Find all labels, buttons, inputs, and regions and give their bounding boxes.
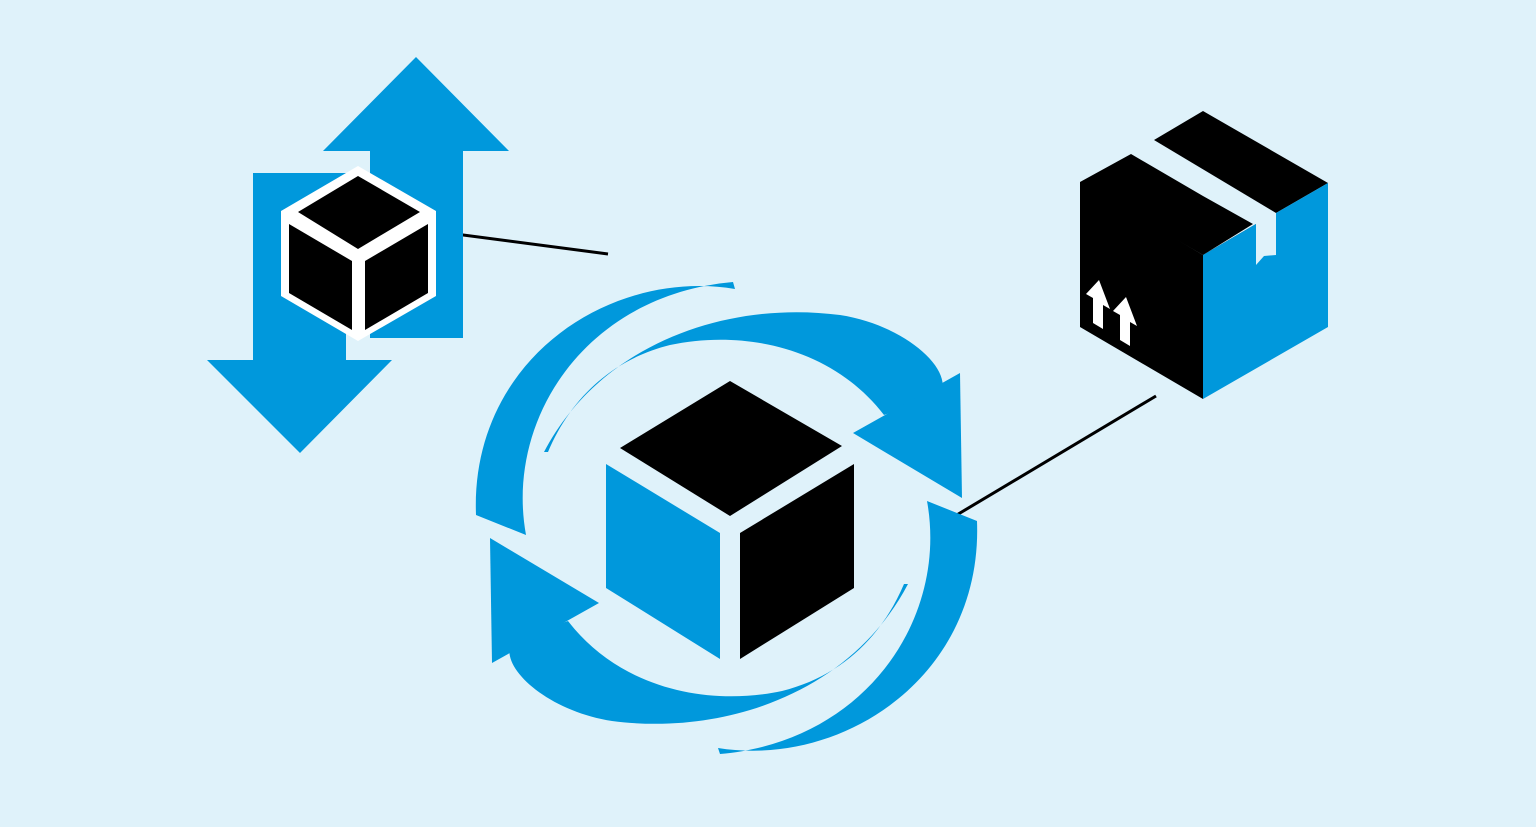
arrowhead-top (853, 373, 962, 498)
box-front-face (1080, 182, 1203, 399)
box-top-face-rear (1154, 111, 1328, 213)
inner-arc-top (544, 312, 943, 452)
outer-arc-right (718, 501, 978, 754)
cube-outline-icon (281, 166, 436, 341)
shipping-box-icon (1080, 111, 1328, 399)
this-side-up-arrows-icon (1086, 280, 1137, 346)
up-arrow-icon (323, 57, 509, 338)
cube-left-face (606, 464, 720, 659)
inner-arc-bottom (509, 584, 908, 724)
box-side-face (1203, 183, 1328, 399)
cube-top-face (620, 381, 842, 516)
isometric-cube-icon (606, 381, 854, 659)
arrowhead-bottom (490, 538, 599, 663)
outer-arc-left (475, 282, 735, 535)
connector-line-right (954, 394, 1157, 518)
cube-right-face (740, 464, 854, 659)
refresh-cycle-icon (475, 282, 978, 754)
box-top-face (1080, 154, 1253, 255)
